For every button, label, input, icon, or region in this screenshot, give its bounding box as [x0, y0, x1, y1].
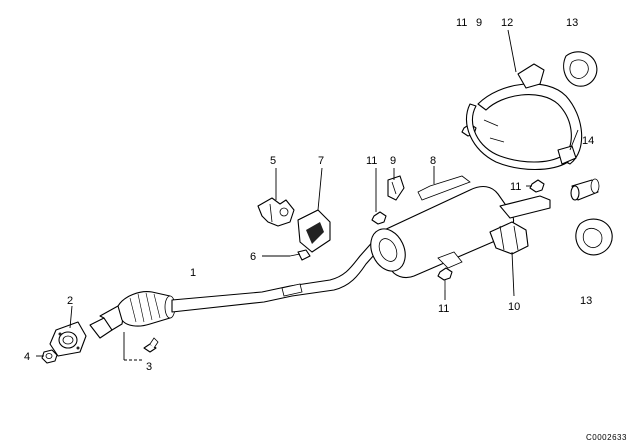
hanger-bracket-part-9[interactable] [387, 175, 405, 201]
label-part-9-top: 9 [476, 17, 482, 29]
leader-lines [36, 29, 579, 361]
label-part-11-right: 11 [510, 181, 521, 193]
nut-part-11-bottom[interactable] [437, 267, 453, 290]
strap-clamp-part-12[interactable] [465, 63, 583, 170]
clamp-bracket-part-10[interactable] [489, 221, 529, 255]
label-part-9-mid: 9 [390, 155, 396, 167]
bracket-part-5[interactable] [257, 197, 295, 227]
label-part-14: 14 [582, 135, 594, 147]
label-part-3: 3 [146, 361, 152, 373]
bolt-part-3[interactable] [143, 337, 159, 353]
label-part-10: 10 [508, 301, 520, 313]
rear-muffler-part[interactable] [364, 175, 551, 279]
screw-part-6[interactable] [289, 249, 311, 261]
label-part-11-mid: 11 [366, 155, 377, 167]
nut-part-11-right[interactable] [529, 179, 545, 193]
label-part-5: 5 [270, 155, 276, 167]
label-part-12: 12 [501, 17, 513, 29]
rubber-mount-part-7[interactable] [297, 209, 331, 253]
label-part-1: 1 [190, 267, 196, 279]
label-part-7: 7 [318, 155, 324, 167]
nut-part[interactable] [41, 349, 58, 364]
front-flange-part[interactable] [49, 321, 87, 357]
rubber-ring-part-13-top[interactable] [563, 51, 598, 87]
nut-part-11-mid[interactable] [371, 211, 387, 225]
label-part-4: 4 [24, 351, 30, 363]
exhaust-pipe-part[interactable] [171, 237, 383, 313]
rubber-bushing-part-14[interactable] [570, 178, 600, 201]
catalytic-converter-part[interactable] [89, 291, 176, 339]
label-part-13-bottom: 13 [580, 295, 592, 307]
label-part-2: 2 [67, 295, 73, 307]
diagram-code: C0002633 [586, 433, 627, 442]
label-part-11-bottom: 11 [438, 303, 449, 315]
label-part-13-top: 13 [566, 17, 578, 29]
label-part-11-top: 11 [456, 17, 467, 29]
label-part-6: 6 [250, 251, 256, 263]
rubber-ring-part-13-bottom[interactable] [575, 218, 613, 256]
label-part-8: 8 [430, 155, 436, 167]
